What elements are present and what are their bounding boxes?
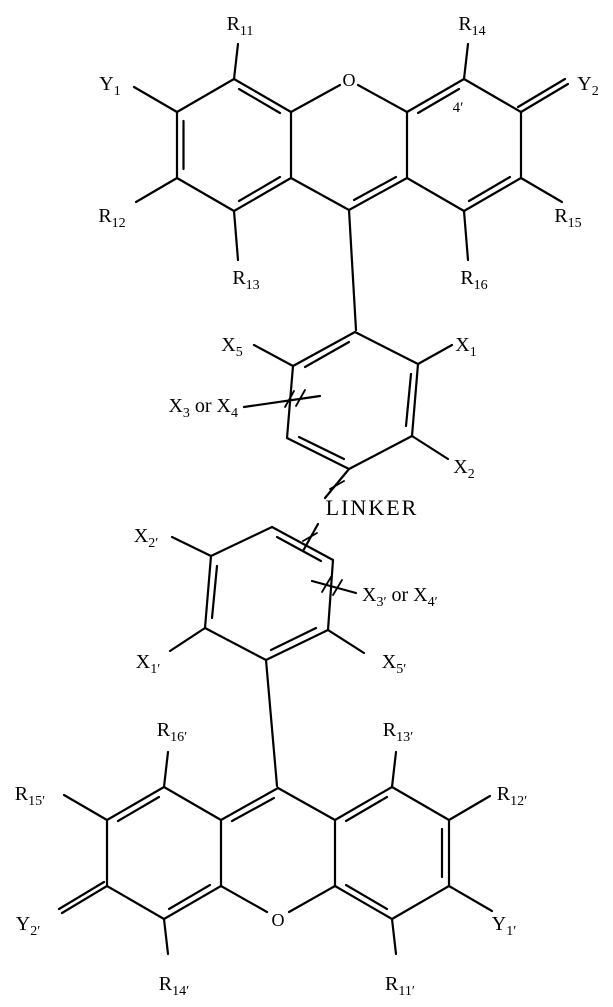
bottom-xanthene-central-ring-bonds: [219, 786, 337, 914]
label-x5: X5: [221, 334, 242, 360]
bottom-xanthene: O R16′ R13′ R15′ R12′ Y2′ Y1′ R14′ R11′: [15, 719, 527, 999]
label-r14-prime: R14′: [159, 973, 189, 999]
linker-section: LINKER: [301, 467, 419, 553]
label-y1: Y1: [99, 73, 120, 99]
label-y2: Y2: [577, 73, 598, 99]
bottom-xanthene-substituent-bonds: [57, 750, 494, 956]
position-4-prime-label: 4′: [453, 100, 464, 116]
bottom-xanthene-right-ring-bonds: [333, 785, 451, 921]
label-x2: X2: [453, 456, 474, 482]
lower-phenyl-substituent-bonds: [168, 535, 366, 788]
label-x3-or-x4: X3 or X4: [168, 395, 238, 421]
label-r13: R13: [232, 267, 259, 293]
linker-label: LINKER: [326, 495, 419, 520]
label-x5-prime: X5′: [382, 651, 407, 677]
top-xanthene-central-ring-bonds: [289, 83, 409, 212]
label-r16-prime: R16′: [157, 719, 187, 745]
label-x1-prime: X1′: [136, 651, 161, 677]
oxygen-atom-bottom: O: [272, 910, 285, 930]
label-x3-prime-or-x4-prime: X3′ or X4′: [362, 584, 438, 610]
label-r12-prime: R12′: [497, 783, 527, 809]
label-r12: R12: [98, 205, 125, 231]
oxygen-atom-top: O: [343, 70, 356, 90]
top-xanthene-right-ring-bonds: [405, 77, 523, 213]
lower-phenyl-ring: X2′ X1′ X5′ X3′ or X4′: [134, 525, 438, 788]
label-r16: R16: [460, 267, 487, 293]
label-x1: X1: [455, 334, 476, 360]
upper-phenyl-ring: X5 X1 X2 X3 or X4: [168, 330, 477, 482]
label-y2-prime: Y2′: [16, 913, 41, 939]
label-r15: R15: [554, 205, 581, 231]
lower-phenyl-ring-bonds: [203, 525, 335, 662]
top-xanthene-substituent-bonds: [132, 42, 570, 332]
label-r11-prime: R11′: [385, 973, 415, 999]
upper-phenyl-ring-bonds: [285, 330, 420, 471]
label-r15-prime: R15′: [15, 783, 45, 809]
label-r13-prime: R13′: [383, 719, 413, 745]
label-r11: R11: [227, 13, 254, 39]
label-x2-prime: X2′: [134, 525, 159, 551]
upper-phenyl-substituent-bonds: [242, 343, 454, 461]
top-xanthene: O 4′ R11 R14 Y1 Y2 R12 R15 R13 R16: [98, 13, 599, 332]
label-r14: R14: [458, 13, 485, 39]
bottom-xanthene-left-ring-bonds: [105, 785, 223, 921]
label-y1-prime: Y1′: [492, 913, 517, 939]
top-xanthene-left-ring-bonds: [175, 77, 293, 213]
